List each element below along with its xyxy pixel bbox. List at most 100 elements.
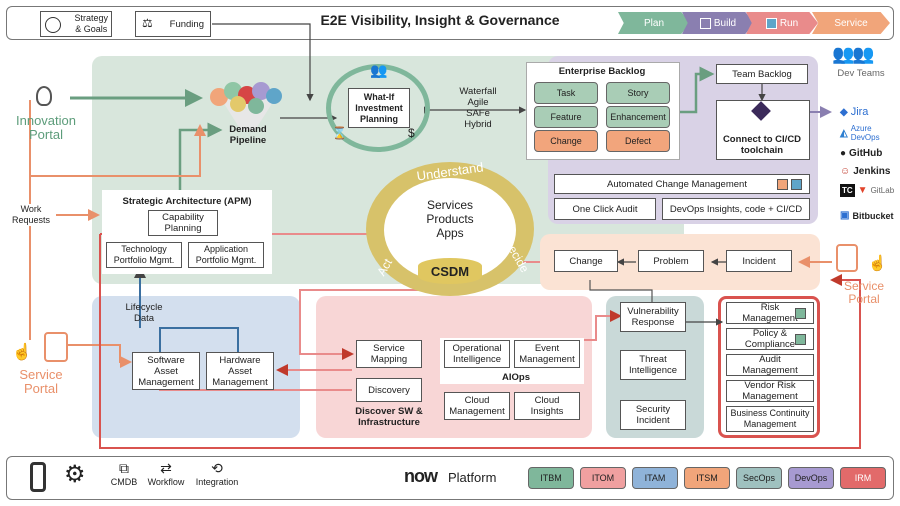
phase-service[interactable]: Service	[812, 12, 890, 34]
lightbulb-icon	[36, 86, 52, 106]
module-itam[interactable]: ITAM	[632, 467, 678, 489]
phase-run[interactable]: Run	[746, 12, 818, 34]
ham-box[interactable]: Hardware Asset Management	[206, 352, 274, 390]
backlog-defect[interactable]: Defect	[606, 130, 670, 152]
tablet-right-icon	[836, 244, 858, 272]
security-incident-box[interactable]: Security Incident	[620, 400, 686, 430]
jira-tool[interactable]: ◆Jira	[840, 106, 869, 118]
backlog-task[interactable]: Task	[534, 82, 598, 104]
itsm-problem-box[interactable]: Problem	[638, 250, 704, 272]
tech-portfolio-box[interactable]: Technology Portfolio Mgmt.	[106, 242, 182, 268]
scale-icon: ⚖	[142, 16, 153, 30]
auto-change-box[interactable]: Automated Change Management	[554, 174, 810, 194]
cloud-mgmt-box[interactable]: Cloud Management	[444, 392, 510, 420]
threat-intel-box[interactable]: Threat Intelligence	[620, 350, 686, 380]
backlog-story[interactable]: Story	[606, 82, 670, 104]
sam-box[interactable]: Software Asset Management	[132, 352, 200, 390]
policy-square	[795, 334, 806, 345]
apm-title: Strategic Architecture (APM)	[122, 196, 252, 207]
strategy-goals-box[interactable]: Strategy & Goals	[40, 11, 112, 37]
cmdb-item[interactable]: ⧉ CMDB	[104, 460, 144, 487]
bitbucket-tool[interactable]: ▣Bitbucket	[840, 210, 894, 221]
vuln-response-box[interactable]: Vulnerability Response	[620, 302, 686, 332]
discover-title: Discover SW & Infrastructure	[355, 406, 423, 428]
jenkins-icon: ☺	[840, 166, 851, 177]
csdm-cylinder[interactable]: CSDM	[418, 258, 482, 284]
team-backlog-box[interactable]: Team Backlog	[716, 64, 808, 84]
run-square	[765, 17, 777, 29]
capability-planning-box[interactable]: Capability Planning	[148, 210, 218, 236]
app-portfolio-box[interactable]: Application Portfolio Mgmt.	[188, 242, 264, 268]
enterprise-backlog-title: Enterprise Backlog	[558, 66, 646, 77]
team-icon: 👥	[370, 62, 388, 78]
dev-teams-label: Dev Teams	[837, 68, 885, 79]
module-itom[interactable]: ITOM	[580, 467, 626, 489]
connect-label: Connect to CI/CD toolchain	[722, 134, 802, 156]
module-secops[interactable]: SecOps	[736, 467, 782, 489]
now-logo: now	[404, 466, 438, 486]
discovery-box[interactable]: Discovery	[356, 378, 422, 402]
module-itsm[interactable]: ITSM	[684, 467, 730, 489]
azure-icon: ◭	[840, 127, 848, 139]
build-square	[699, 17, 711, 29]
integration-item[interactable]: ⟲ Integration	[190, 460, 244, 487]
irm-policy-box[interactable]: Policy & Compliance	[726, 328, 814, 350]
cloud-insights-box[interactable]: Cloud Insights	[514, 392, 580, 420]
github-tool[interactable]: ●GitHub	[840, 148, 883, 159]
funding-box[interactable]: ⚖ Funding	[135, 11, 211, 37]
itsm-change-box[interactable]: Change	[554, 250, 618, 272]
workflow-icon: ⇄	[160, 460, 172, 476]
demand-pipeline-label: Demand Pipeline	[229, 124, 267, 146]
module-irm[interactable]: IRM	[840, 467, 886, 489]
bitbucket-icon: ▣	[840, 210, 850, 221]
irm-bcm-box[interactable]: Business Continuity Management	[726, 406, 814, 432]
orange-square	[777, 179, 788, 190]
service-mapping-box[interactable]: Service Mapping	[356, 340, 422, 368]
phone-icon	[30, 462, 46, 492]
aiops-label: AIOps	[502, 372, 530, 383]
hourglass-icon: ⌛	[332, 126, 347, 140]
itsm-incident-box[interactable]: Incident	[726, 250, 792, 272]
backlog-feature[interactable]: Feature	[534, 106, 598, 128]
integration-icon: ⟲	[211, 460, 223, 476]
backlog-enhancement[interactable]: Enhancement	[606, 106, 670, 128]
tablet-icon	[44, 332, 68, 362]
devops-insights-box[interactable]: DevOps Insights, code + CI/CD	[662, 198, 810, 220]
opint-box[interactable]: Operational Intelligence	[444, 340, 510, 368]
workflow-item[interactable]: ⇄ Workflow	[144, 460, 188, 487]
github-icon: ●	[840, 148, 847, 159]
risk-square	[795, 308, 806, 319]
service-portal-left-label[interactable]: Service Portal	[19, 367, 63, 396]
whatif-box[interactable]: What-If Investment Planning	[348, 88, 410, 128]
jira-icon: ◆	[840, 106, 848, 118]
gitlab-icon: ▼	[857, 185, 868, 196]
money-icon: $	[408, 126, 415, 140]
azure-tool[interactable]: ◭Azure DevOps	[840, 124, 880, 142]
work-requests-label: Work Requests	[6, 204, 56, 226]
hand-touch-icon: ☝	[12, 344, 32, 361]
teamcity-icon: TC	[840, 184, 855, 197]
irm-risk-box[interactable]: Risk Management	[726, 302, 814, 324]
csdm-center-label: Services Products Apps	[426, 198, 474, 240]
hand-right-icon: ☝	[868, 255, 887, 272]
innovation-portal-label[interactable]: Innovation Portal	[16, 113, 76, 142]
service-portal-right-label[interactable]: Service Portal	[843, 279, 884, 306]
demand-funnel[interactable]	[200, 82, 296, 130]
irm-audit-box[interactable]: Audit Management	[726, 354, 814, 376]
head-gear-icon: ⚙	[64, 461, 86, 488]
gitlab-tool[interactable]: TC▼GitLab	[840, 184, 895, 197]
header-title: E2E Visibility, Insight & Governance	[320, 12, 560, 28]
strategy-icon	[45, 17, 61, 33]
whatif-cycle[interactable]	[326, 64, 430, 152]
jenkins-tool[interactable]: ☺Jenkins	[840, 166, 891, 177]
event-mgmt-box[interactable]: Event Management	[514, 340, 580, 368]
backlog-change[interactable]: Change	[534, 130, 598, 152]
module-devops[interactable]: DevOps	[788, 467, 834, 489]
irm-vendor-box[interactable]: Vendor Risk Management	[726, 380, 814, 402]
module-itbm[interactable]: ITBM	[528, 467, 574, 489]
one-click-audit-box[interactable]: One Click Audit	[554, 198, 656, 220]
cmdb-icon: ⧉	[119, 460, 129, 476]
phase-plan[interactable]: Plan	[618, 12, 690, 34]
phase-build[interactable]: Build	[682, 12, 754, 34]
platform-label: Platform	[448, 470, 497, 485]
